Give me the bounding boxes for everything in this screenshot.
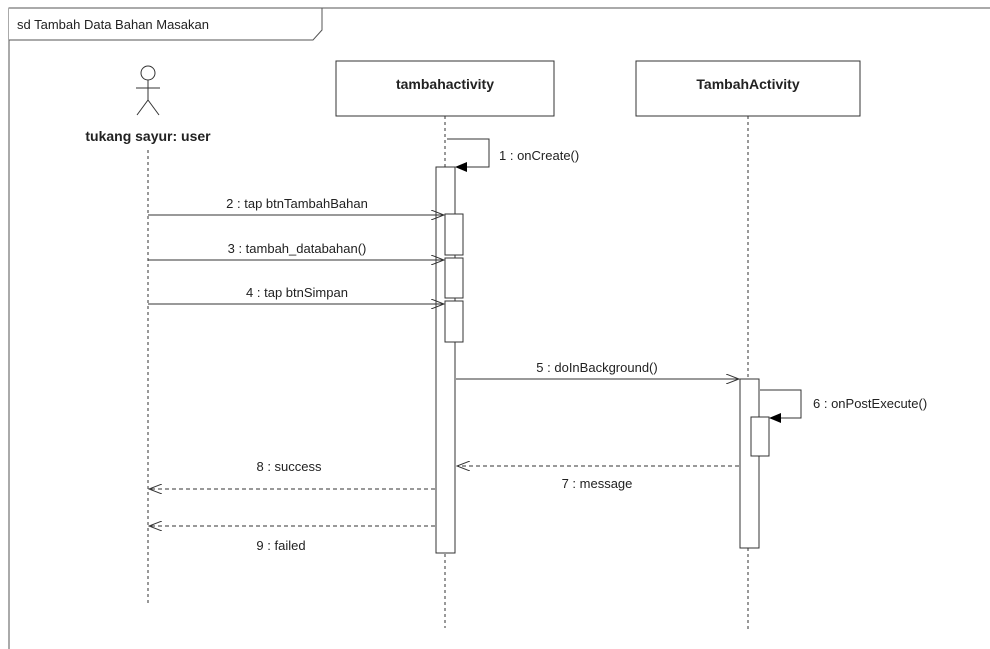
message-label-6: 6 : onPostExecute() (813, 396, 927, 411)
frame-title: sd Tambah Data Bahan Masakan (17, 17, 209, 32)
lifeline-box-TambahActivity (635, 60, 861, 117)
frame-border (8, 7, 990, 649)
lifeline-label-tambahactivity: tambahactivity (396, 76, 494, 92)
activation-bar (444, 257, 464, 299)
message-label-4: 4 : tap btnSimpan (246, 285, 348, 300)
message-label-7: 7 : message (562, 476, 633, 491)
message-arrow-1 (447, 138, 490, 172)
message-label-1: 1 : onCreate() (499, 148, 579, 163)
lifeline-box-tambahactivity (335, 60, 555, 117)
message-label-8: 8 : success (256, 459, 322, 474)
actor-label: tukang sayur: user (85, 128, 211, 144)
activation-bar (444, 300, 464, 343)
message-arrow-6 (760, 389, 802, 423)
frame-tab (9, 7, 323, 41)
activation-bar (750, 416, 770, 457)
activation-bar (739, 378, 760, 549)
message-label-2: 2 : tap btnTambahBahan (226, 196, 368, 211)
activation-bar (444, 213, 464, 256)
message-label-5: 5 : doInBackground() (536, 360, 657, 375)
actor-icon (136, 65, 160, 116)
message-label-3: 3 : tambah_databahan() (228, 241, 367, 256)
message-label-9: 9 : failed (256, 538, 305, 553)
lifeline-label-TambahActivity: TambahActivity (696, 76, 799, 92)
